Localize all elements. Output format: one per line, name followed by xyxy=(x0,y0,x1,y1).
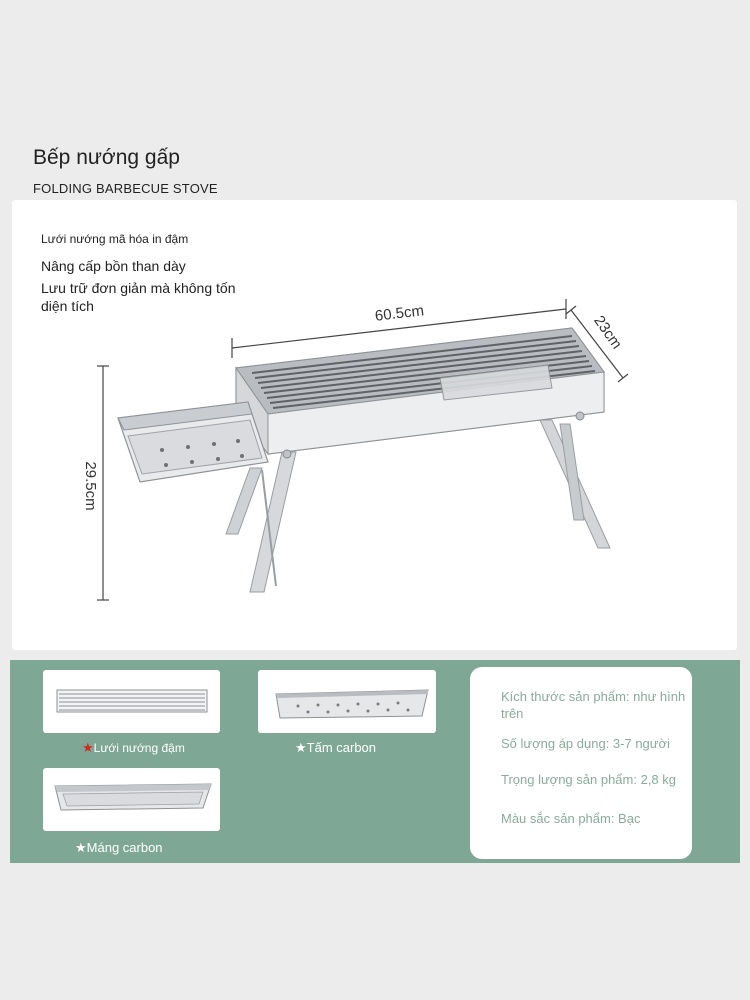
part-card-grill-net xyxy=(43,670,220,733)
carbon-tray-image xyxy=(54,783,212,811)
spec-color: Màu sắc sản phẩm: Bạc xyxy=(501,811,641,826)
height-label: 29.5cm xyxy=(82,461,99,510)
spec-card: Kích thước sản phẩm: như hình trên Số lư… xyxy=(470,667,692,859)
charcoal-tray-drawer xyxy=(117,401,269,483)
length-dimension-line xyxy=(231,299,567,358)
part-label-grill-net: ★Lưới nướng đậm xyxy=(82,740,185,755)
height-dimension-line xyxy=(97,365,109,601)
feature-storage: Lưu trữ đơn giản mà không tốn diện tích xyxy=(41,280,236,314)
part-card-carbon-plate xyxy=(258,670,436,733)
carbon-plate-image xyxy=(275,689,429,719)
spec-weight: Trọng lượng sản phẩm: 2,8 kg xyxy=(501,772,677,787)
part-label-carbon-plate: ★Tấm carbon xyxy=(295,740,377,755)
length-label: 60.5cm xyxy=(374,302,425,325)
part-card-carbon-tray xyxy=(43,768,220,831)
grill-net-image xyxy=(56,689,208,713)
feature-charcoal-tank: Nâng cấp bồn than dày xyxy=(41,258,186,274)
product-title: Bếp nướng gấp xyxy=(33,146,180,169)
width-dimension-line xyxy=(565,305,629,383)
product-subtitle: FOLDING BARBECUE STOVE xyxy=(33,181,218,196)
grill-illustration: 60.5cm 23cm 29.5cm xyxy=(82,299,629,601)
red-star-icon: ★ xyxy=(82,740,94,755)
star-icon: ★ xyxy=(295,740,307,755)
part-label-carbon-tray: ★Máng carbon xyxy=(75,840,163,855)
width-label: 23cm xyxy=(590,313,625,353)
star-icon: ★ xyxy=(75,840,87,855)
grill-body xyxy=(225,327,611,593)
feature-grill-net: Lưới nướng mã hóa in đậm xyxy=(41,232,189,246)
spec-people: Số lượng áp dụng: 3-7 người xyxy=(501,736,670,751)
spec-size: Kích thước sản phẩm: như hình trên xyxy=(501,689,686,721)
